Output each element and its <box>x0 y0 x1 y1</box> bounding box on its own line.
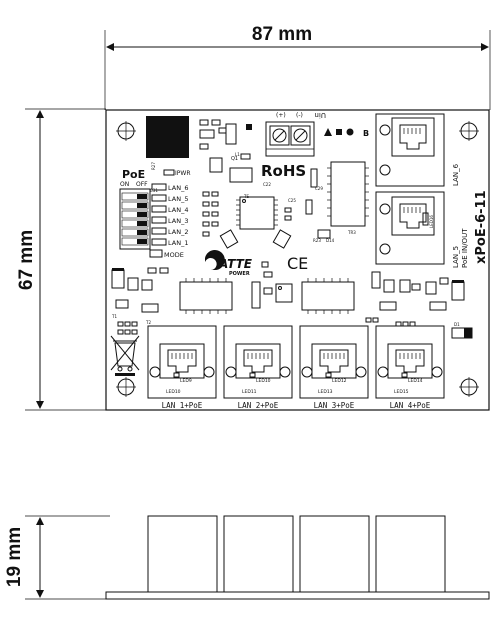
port-led-top: LED9 <box>180 378 192 384</box>
height-label: 67 mm <box>16 230 37 290</box>
power-terminal-block: (+) (-) Uin <box>265 111 326 157</box>
svg-text:C22: C22 <box>263 182 271 187</box>
switch-label-lan2: LAN_2 <box>168 228 188 236</box>
dip-switch <box>119 188 151 250</box>
rohs-mark: RoHS <box>261 162 306 180</box>
rj45-port-2: LED10 LED11 <box>223 325 293 399</box>
svg-text:Uin: Uin <box>314 111 326 119</box>
rj45-port-1: LED9 LED10 <box>147 325 217 399</box>
rj45-lan5: LED16 <box>375 191 445 265</box>
svg-text:R27: R27 <box>151 162 156 170</box>
port-label-4: LAN_4+PoE <box>390 401 431 410</box>
svg-text:(-): (-) <box>296 112 303 119</box>
side-pcb <box>105 591 490 600</box>
mounting-hole <box>116 121 136 141</box>
pcb-side-view <box>105 515 490 600</box>
pcb-outline <box>105 109 490 411</box>
optocoupler <box>275 283 293 303</box>
weee-bin-icon <box>110 335 140 376</box>
port-label-2: LAN_2+PoE <box>238 401 279 410</box>
svg-text:C25: C25 <box>288 198 296 203</box>
ipwr-led <box>163 169 175 176</box>
transformer-tr3: TR3 <box>327 161 369 235</box>
rj45-port-3: LED12 LED13 <box>299 325 369 399</box>
switch-label-lan5: LAN_5 <box>168 195 188 203</box>
lan5-label: LAN_5 <box>452 246 460 268</box>
svg-text:Q1: Q1 <box>231 156 238 162</box>
port-label-3: LAN_3+PoE <box>314 401 355 410</box>
lan5-poe-label: PoE IN/OUT <box>461 228 469 268</box>
mounting-hole <box>459 377 479 397</box>
side-rj45-1 <box>147 515 218 593</box>
pcb-top-view: IPWR R27 PoE ON OFF C31 LAN_6 LAN_5 LAN_… <box>105 109 490 411</box>
triangle-mark-icon <box>324 128 332 136</box>
height-dimension: 67 mm <box>16 108 106 411</box>
svg-text:D14: D14 <box>326 238 335 243</box>
mounting-hole <box>459 121 479 141</box>
svg-text:T1: T1 <box>111 314 117 319</box>
port-led-top: LED10 <box>256 378 271 384</box>
port-led-bottom: LED15 <box>394 389 409 395</box>
depth-dimension: 19 mm <box>4 515 110 600</box>
transformer-tr1 <box>179 278 233 314</box>
mode-label: MODE <box>164 251 184 259</box>
ce-mark: CE <box>287 254 308 273</box>
rj45-lan6 <box>375 113 445 187</box>
switch-label-lan3: LAN_3 <box>168 217 188 225</box>
switch-led-labels: LAN_6 LAN_5 LAN_4 LAN_3 LAN_2 LAN_1 MODE <box>149 183 188 259</box>
square-mark-icon <box>336 129 342 135</box>
depth-label: 19 mm <box>4 527 25 587</box>
switch-label-lan1: LAN_1 <box>168 239 188 247</box>
side-rj45-2 <box>223 515 294 593</box>
svg-text:C29: C29 <box>315 186 323 191</box>
poe-off-label: OFF <box>136 181 148 188</box>
atte-logo: ATTE POWER <box>205 250 253 277</box>
model-label: xPoE-6-11 <box>474 190 489 264</box>
poe-on-label: ON <box>120 181 129 188</box>
mounting-hole <box>116 377 136 397</box>
svg-text:TR3: TR3 <box>347 230 356 235</box>
lan6-label: LAN_6 <box>452 163 460 186</box>
svg-text:LED16: LED16 <box>429 215 434 228</box>
port-led-top: LED14 <box>408 378 423 384</box>
switch-label-lan4: LAN_4 <box>168 206 188 214</box>
port-led-bottom: LED13 <box>318 389 333 395</box>
svg-text:ATTE: ATTE <box>218 257 253 271</box>
smd-resistor-column <box>202 191 219 237</box>
svg-text:R23: R23 <box>313 238 321 243</box>
poe-title: PoE <box>122 168 145 181</box>
port-label-1: LAN_1+PoE <box>162 401 203 410</box>
circle-mark-icon <box>346 128 354 136</box>
rj45-port-4: LED14 LED15 <box>375 325 445 399</box>
port-led-bottom: LED10 <box>166 389 181 395</box>
inductor-black-block <box>146 116 189 158</box>
svg-text:(+): (+) <box>276 112 286 119</box>
electrolytic-cap <box>209 157 223 173</box>
side-rj45-3 <box>299 515 370 593</box>
port-led-top: LED12 <box>332 378 347 384</box>
svg-text:D1: D1 <box>454 322 460 327</box>
main-switch-ic <box>236 196 278 230</box>
ipwr-label: IPWR <box>175 170 191 177</box>
width-dimension: 87 mm <box>104 24 491 110</box>
svg-text:L1: L1 <box>235 152 240 157</box>
port-led-bottom: LED11 <box>242 389 257 395</box>
side-rj45-4 <box>375 515 446 593</box>
svg-text:T2: T2 <box>145 320 151 325</box>
transformer-tr2 <box>301 278 355 314</box>
svg-text:POWER: POWER <box>229 271 250 277</box>
svg-text:B: B <box>363 129 369 138</box>
switch-label-lan6: LAN_6 <box>168 184 188 192</box>
width-label: 87 mm <box>252 24 312 45</box>
